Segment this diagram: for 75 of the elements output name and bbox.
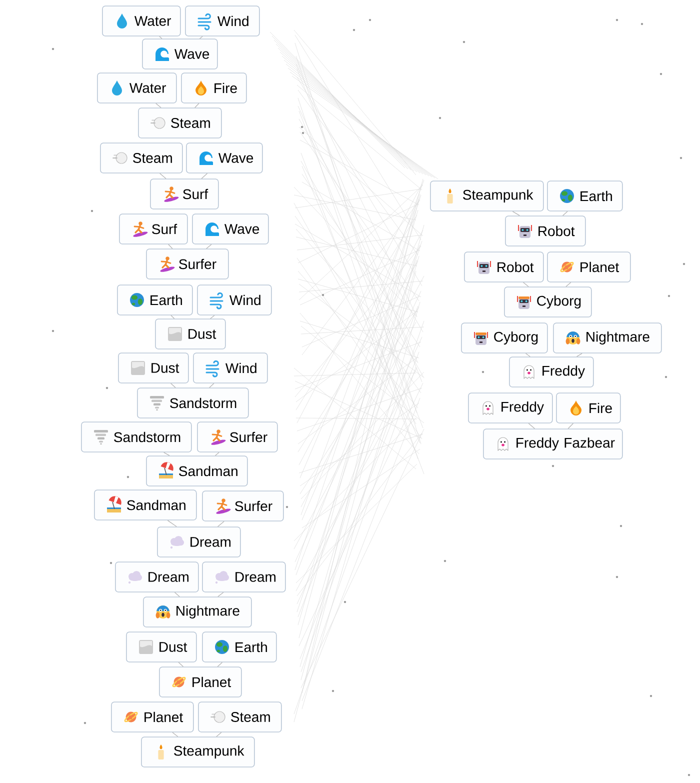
item-box: Wave (186, 142, 263, 174)
connector-line (201, 173, 208, 179)
item-box: Earth (117, 284, 193, 316)
item-box: Earth (202, 632, 277, 662)
item-box: Freddy (509, 356, 594, 388)
connector-line (217, 662, 223, 667)
connector-line (178, 662, 184, 667)
item-box: Planet (159, 666, 242, 698)
item-box: Water (102, 6, 181, 36)
item-box: Freddy (468, 392, 553, 424)
connector-line (206, 244, 212, 249)
connector-line (210, 315, 215, 319)
connector-line (170, 315, 175, 319)
item-box: Robot (505, 216, 586, 246)
connector-line (512, 211, 520, 216)
item-box: Dream (157, 526, 241, 558)
connector-line (528, 423, 536, 429)
item-box: Wind (185, 6, 260, 36)
connector-line (562, 211, 568, 216)
item-box: Cyborg (461, 322, 548, 354)
item-box: Nightmare (143, 596, 252, 628)
connector-line (199, 36, 203, 39)
connector-line (172, 732, 178, 737)
item-box: Sandstorm (137, 388, 249, 418)
item-box: Wave (142, 38, 218, 70)
connector-line (568, 423, 574, 429)
item-box: Robot (464, 252, 544, 282)
item-box: Fire (556, 392, 621, 424)
connector-line (525, 353, 530, 357)
item-box: Steampunk (141, 736, 255, 768)
item-box: Freddy Fazbear (483, 428, 623, 460)
connector-line (214, 452, 220, 456)
connector-line (163, 452, 170, 456)
item-box: Sandman (146, 456, 248, 486)
item-box: Steampunk (430, 180, 544, 212)
connector-line (209, 383, 214, 388)
connector-line (174, 592, 180, 597)
connector-line (155, 103, 162, 108)
item-box: Surfer (197, 422, 278, 452)
item-box: Dream (202, 562, 286, 592)
item-box: Steam (100, 142, 183, 174)
item-box: Steam (138, 108, 222, 138)
item-box: Dust (126, 632, 197, 662)
item-box: Nightmare (553, 322, 662, 354)
item-box: Fire (181, 72, 247, 104)
connector-line (522, 282, 529, 287)
item-box: Planet (111, 702, 194, 732)
connector-line (576, 353, 582, 357)
item-box: Dust (118, 352, 189, 384)
connector-line (168, 244, 173, 249)
item-box: Water (97, 72, 177, 104)
item-box: Sandstorm (81, 422, 192, 452)
item-box: Wind (193, 352, 268, 384)
item-box: Planet (547, 252, 631, 282)
connector-line (167, 520, 177, 527)
item-box: Sandman (94, 490, 197, 520)
connector-line (566, 282, 572, 287)
connector-line (216, 732, 222, 737)
item-box: Surfer (202, 490, 284, 522)
item-box: Wind (197, 284, 272, 316)
item-box: Dust (155, 318, 226, 350)
connector-line (194, 103, 200, 108)
item-box: Dream (115, 562, 199, 592)
connector-line (218, 592, 224, 597)
connector-line (170, 383, 176, 388)
item-box: Cyborg (504, 286, 592, 318)
item-box: Surfer (146, 248, 229, 280)
item-box: Surf (150, 178, 219, 210)
item-box: Wave (192, 214, 269, 244)
item-box: Earth (547, 180, 623, 212)
connector-line (159, 36, 162, 39)
item-box: Steam (198, 702, 282, 732)
connector-line (217, 521, 224, 527)
connector-line (159, 173, 166, 179)
item-box: Surf (119, 214, 188, 244)
